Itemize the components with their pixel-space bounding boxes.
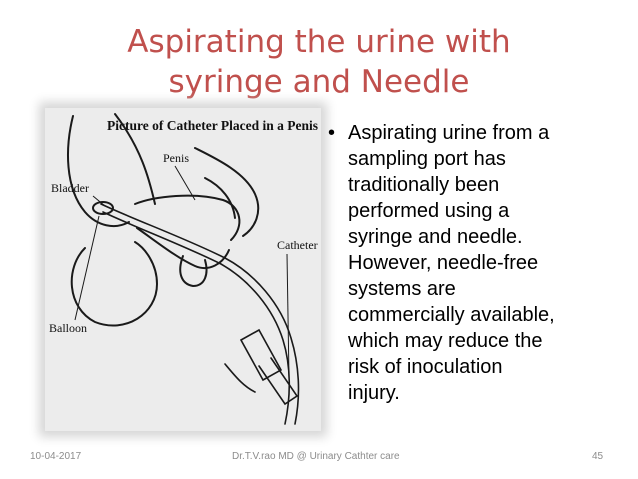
footer-author: Dr.T.V.rao MD @ Urinary Cathter care [232,451,400,462]
bullet-line-5: syringe and needle. [348,226,523,248]
bullet-line-3: traditionally been [348,174,500,196]
bullet-item: • Aspirating urine from a sampling port … [328,120,618,406]
label-catheter: Catheter [277,238,318,252]
bullet-line-6: However, needle-free [348,252,539,274]
catheter-tube [100,203,300,425]
label-balloon: Balloon [49,321,87,335]
bullet-line-8: commercially available, [348,304,555,326]
bullet-line-4: performed using a [348,200,510,222]
bullet-line-7: systems are [348,278,456,300]
bullet-line-11: injury. [348,382,400,404]
figure-heading: Picture of Catheter Placed in a Penis [107,118,318,133]
footer-date: 10-04-2017 [30,451,82,462]
bullet-list: • Aspirating urine from a sampling port … [328,120,618,406]
title-line-2: syringe and Needle [168,64,470,100]
bullet-line-10: risk of inoculation [348,356,503,378]
catheter-drawing: Picture of Catheter Placed in a Penis Pe… [49,113,318,425]
label-penis: Penis [163,151,189,165]
bullet-dot-icon: • [328,122,336,144]
footer-page-number: 45 [592,451,604,462]
slide-title: Aspirating the urine with syringe and Ne… [40,22,598,102]
bullet-line-2: sampling port has [348,148,506,170]
title-line-1: Aspirating the urine with [127,24,511,60]
bullet-line-1: Aspirating urine from a [348,122,550,144]
anatomy-line-art [67,113,260,327]
label-bladder: Bladder [51,181,89,195]
bullet-line-9: which may reduce the [348,330,543,352]
label-pointers [74,165,290,379]
catheter-illustration: Picture of Catheter Placed in a Penis Pe… [45,108,321,431]
